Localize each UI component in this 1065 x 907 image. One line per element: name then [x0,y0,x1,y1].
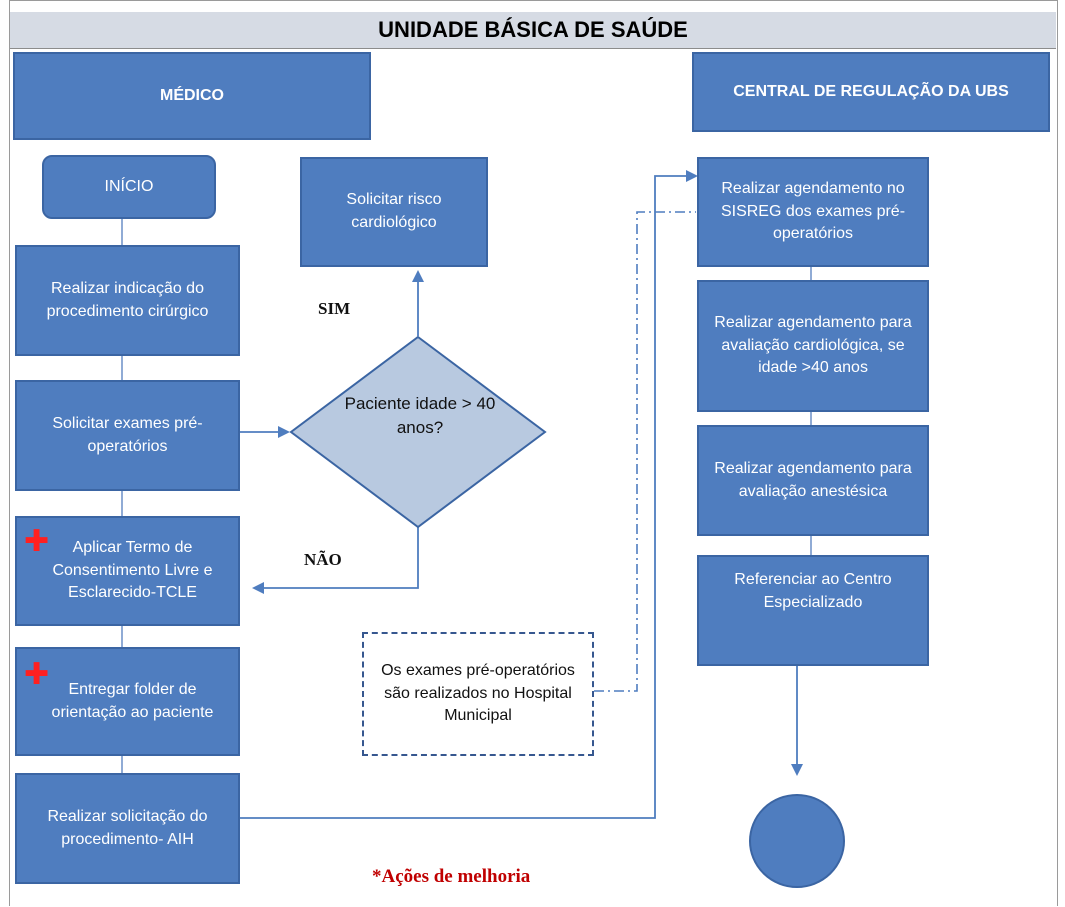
central-step-cardiologica: Realizar agendamento para avaliação card… [697,280,929,412]
legend-improvement-actions: *Ações de melhoria [372,866,531,887]
step-aih: Realizar solicitação do procedimento- AI… [15,773,240,884]
decision-diamond [289,335,547,529]
decision-yes-label: SIM [318,299,351,318]
diagram-frame [9,0,1058,906]
lane-header-medico: MÉDICO [13,52,371,140]
start-node: INÍCIO [42,155,216,219]
end-terminator [749,794,845,888]
central-step-referenciar: Referenciar ao Centro Especializado [697,555,929,666]
arrow-aih-central [238,170,698,819]
step-solicitar-exames: Solicitar exames pré-operatórios [15,380,240,491]
decision-no-label: NÃO [304,550,342,569]
step-indicacao: Realizar indicação do procedimento cirúr… [15,245,240,356]
step-folder: Entregar folder de orientação ao pacient… [15,647,240,756]
decision-question: Paciente idade > 40 anos? [344,394,496,438]
step-tcle: Aplicar Termo de Consentimento Livre e E… [15,516,240,626]
note-exames-hospital: Os exames pré-operatórios são realizados… [362,632,594,756]
diagram-title: UNIDADE BÁSICA DE SAÚDE [10,12,1056,49]
red-cross-icon: ✚ [24,524,50,559]
central-step-sisreg: Realizar agendamento no SISREG dos exame… [697,157,929,267]
lane-header-central: CENTRAL DE REGULAÇÃO DA UBS [692,52,1050,132]
step-risco-cardiologico: Solicitar risco cardiológico [300,157,488,267]
arrow-decision-no [252,527,419,594]
dashed-link-note [594,211,696,692]
red-cross-icon: ✚ [24,657,50,692]
central-step-anestesica: Realizar agendamento para avaliação anes… [697,425,929,536]
